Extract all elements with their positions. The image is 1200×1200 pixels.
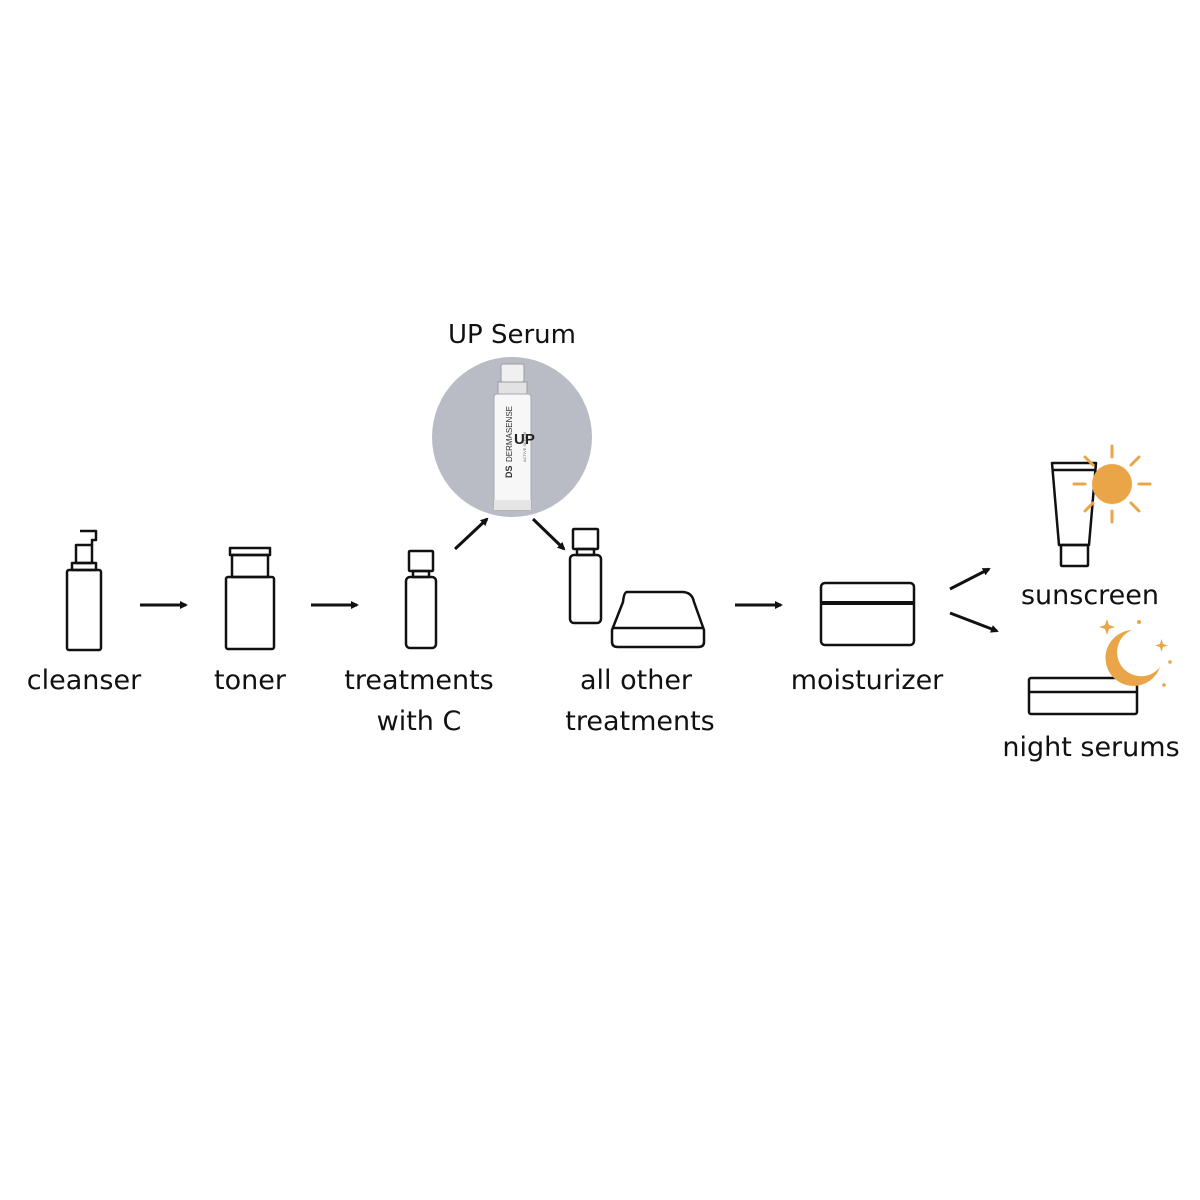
star-dot-icon — [1168, 660, 1172, 664]
cream-jar-icon — [819, 581, 916, 647]
star-icon — [1155, 639, 1168, 652]
up-serum-product-image: DS DERMASENSE UP ACTIVE SERUM — [432, 357, 592, 517]
label-toner: toner — [214, 665, 286, 696]
dome-jar-icon — [610, 590, 706, 649]
star-dot-icon — [1162, 683, 1166, 687]
label-all-other-treatments-line2: treatments — [565, 706, 715, 737]
product-brand-mark: DS — [504, 465, 514, 478]
label-sunscreen: sunscreen — [1020, 580, 1160, 611]
star-dot-icon — [1137, 620, 1141, 624]
label-night-serums: night serums — [1002, 732, 1180, 763]
label-treatments-with-c-line2: with C — [376, 706, 462, 737]
diagram-title: UP Serum — [448, 320, 576, 350]
pump-bottle-icon — [65, 529, 103, 652]
arrow-to-up-serum — [453, 517, 489, 551]
product-subtitle: ACTIVE SERUM — [522, 432, 527, 462]
treatment-vial-icon — [568, 527, 603, 625]
tube-icon — [1050, 461, 1098, 568]
label-all-other-treatments: all other treatments — [540, 660, 740, 742]
arrow-to-sunscreen — [949, 567, 991, 591]
dropper-vial-icon — [404, 549, 438, 650]
product-name: UP — [514, 431, 535, 448]
label-all-other-treatments-line1: all other — [579, 665, 693, 696]
label-treatments-with-c: treatments with C — [324, 660, 514, 742]
flow-arrows — [140, 517, 999, 633]
label-treatments-with-c-line1: treatments — [344, 665, 494, 696]
label-moisturizer: moisturizer — [790, 665, 944, 696]
star-icon — [1099, 619, 1115, 635]
sun-icon — [1072, 444, 1152, 524]
toner-bottle-icon — [224, 546, 276, 651]
arrow-to-night-serums — [949, 611, 999, 633]
product-brand: DERMASENSE — [505, 406, 514, 462]
label-cleanser: cleanser — [26, 665, 142, 696]
night-jar-icon — [1027, 676, 1139, 716]
moon-stars-icon — [1099, 619, 1172, 687]
arrow-from-up-serum — [531, 517, 566, 551]
